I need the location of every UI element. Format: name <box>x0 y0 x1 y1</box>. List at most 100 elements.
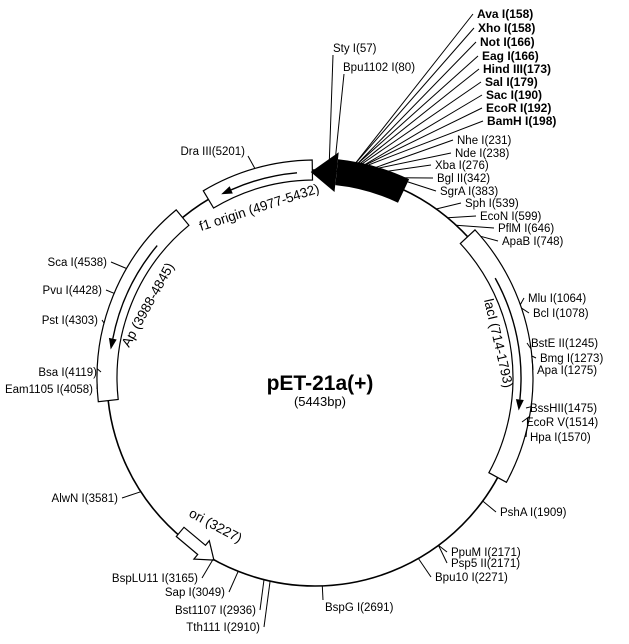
leader-line-xba-i-276 <box>382 164 432 173</box>
leader-line-nde-i-238 <box>373 152 452 170</box>
site-label-bamh-i-198: BamH I(198) <box>487 114 556 128</box>
leader-line-bspg-i-2691 <box>321 585 324 601</box>
leader-line-sap-i-3049 <box>228 571 239 593</box>
direction-arrow-ap-3988-4845 <box>112 245 158 339</box>
site-label-dra-iii-5201: Dra III(5201) <box>180 146 245 158</box>
leader-line-psp5-ii-2171 <box>438 545 448 564</box>
leader-line-ecor-i-192 <box>362 107 483 167</box>
site-label-econ-i-599: EcoN I(599) <box>480 211 542 223</box>
site-label-psp5-ii-2171: Psp5 II(2171) <box>451 558 520 570</box>
site-label-sty-i-57: Sty I(57) <box>333 43 377 55</box>
site-label-bcl-i-1078: Bcl I(1078) <box>533 308 589 320</box>
region-box-laci-714-1793 <box>459 229 534 484</box>
site-label-alwn-i-3581: AlwN I(3581) <box>52 493 119 505</box>
region-box-ap-3988-4845 <box>96 209 190 403</box>
site-label-mlu-i-1064: Mlu I(1064) <box>528 293 586 305</box>
leader-line-hpa-i-1570 <box>525 430 528 438</box>
leader-line-eag-i-166 <box>355 55 479 166</box>
site-label-pflm-i-646: PflM I(646) <box>498 223 554 235</box>
leader-line-pflm-i-646 <box>456 224 495 229</box>
site-label-psha-i-1909: PshA I(1909) <box>500 507 567 519</box>
site-label-sph-i-539: Sph I(539) <box>465 198 519 210</box>
leader-line-pvu-i-4428 <box>105 289 115 294</box>
direction-arrow-f1-origin-4977-5432 <box>230 172 298 191</box>
site-label-ecor-v-1514: EcoR V(1514) <box>526 417 598 429</box>
leader-line-bcl-i-1078 <box>521 307 530 314</box>
site-label-sal-i-179: Sal I(179) <box>485 75 538 89</box>
leader-line-sty-i-57 <box>328 54 334 162</box>
direction-arrow-laci-714-1793-head <box>515 399 524 411</box>
cloning-region-band <box>335 159 410 203</box>
site-label-ecor-i-192: EcoR I(192) <box>486 101 551 115</box>
leader-line-dra-iii-5201 <box>247 155 256 169</box>
plasmid-title: pET-21a(+) <box>267 372 374 395</box>
region-box-f1-origin-4977-5432 <box>202 159 314 209</box>
site-label-apa-i-1275: Apa I(1275) <box>537 365 597 377</box>
direction-arrow-ap-3988-4845-head <box>108 337 117 350</box>
leader-line-sac-i-190 <box>361 94 483 167</box>
site-label-bgl-ii-342: Bgl II(342) <box>437 173 490 185</box>
leader-line-mlu-i-1064 <box>519 297 525 306</box>
cloning-region-arrowhead <box>310 152 339 192</box>
site-label-bst1107-i-2936: Bst1107 I(2936) <box>175 605 256 617</box>
site-label-eam1105-i-4058: Eam1105 I(4058) <box>5 384 93 396</box>
site-label-apab-i-748: ApaB I(748) <box>502 236 564 248</box>
leader-line-ava-i-158 <box>354 13 474 165</box>
site-label-not-i-166: Not I(166) <box>480 35 535 49</box>
site-label-ava-i-158: Ava I(158) <box>477 7 533 21</box>
leader-line-apab-i-748 <box>480 235 499 242</box>
leader-line-sgra-i-383 <box>407 181 437 192</box>
leader-line-bpu10-i-2271 <box>417 558 432 578</box>
leader-line-ecor-v-1514 <box>521 415 530 423</box>
leader-line-not-i-166 <box>355 41 477 166</box>
site-label-sca-i-4538: Sca I(4538) <box>48 257 108 269</box>
ori-block-arrow <box>175 526 215 561</box>
site-label-nde-i-238: Nde I(238) <box>455 148 510 160</box>
site-label-tth111-i-2910: Tth111 I(2910) <box>186 622 260 634</box>
site-label-bsshii-1475: BssHII(1475) <box>530 403 597 415</box>
site-label-bsplu11-i-3165: BspLU11 I(3165) <box>112 573 198 585</box>
leader-line-pst-i-4303 <box>101 319 105 324</box>
leader-line-econ-i-599 <box>447 215 477 219</box>
leader-line-hind-iii-173 <box>357 68 480 166</box>
site-label-nhe-i-231: Nhe I(231) <box>457 135 512 147</box>
leader-line-sal-i-179 <box>359 81 482 167</box>
site-label-pst-i-4303: Pst I(4303) <box>42 315 98 327</box>
site-label-sap-i-3049: Sap I(3049) <box>165 587 225 599</box>
site-label-sgra-i-383: SgrA I(383) <box>440 186 498 198</box>
site-label-sac-i-190: Sac I(190) <box>486 88 542 102</box>
leader-line-psha-i-1909 <box>482 500 497 513</box>
site-label-xba-i-276: Xba I(276) <box>435 160 489 172</box>
site-label-eag-i-166: Eag I(166) <box>482 49 539 63</box>
leader-line-sph-i-539 <box>436 202 462 210</box>
leader-line-bamh-i-198 <box>364 120 484 168</box>
site-label-pvu-i-4428: Pvu I(4428) <box>43 285 103 297</box>
site-label-bsa-i-4119: Bsa I(4119) <box>38 367 97 379</box>
leader-line-bsshii-1475 <box>525 406 532 409</box>
site-label-hpa-i-1570: Hpa I(1570) <box>530 432 591 444</box>
site-label-hind-iii-173: Hind III(173) <box>483 62 551 76</box>
leader-line-ppum-i-2171 <box>438 545 448 553</box>
leader-line-apa-i-1275 <box>531 356 534 371</box>
leader-line-xho-i-158 <box>354 27 475 165</box>
site-label-ppum-i-2171: PpuM I(2171) <box>451 547 521 559</box>
leader-line-sca-i-4538 <box>110 261 127 269</box>
direction-arrow-f1-origin-4977-5432-head <box>221 186 233 195</box>
site-label-bste-ii-1245: BstE II(1245) <box>531 338 598 350</box>
plasmid-size: (5443bp) <box>294 394 346 409</box>
site-label-bpu10-i-2271: Bpu10 I(2271) <box>435 572 508 584</box>
site-label-bspg-i-2691: BspG I(2691) <box>325 602 394 614</box>
leader-line-bst1107-i-2936 <box>259 579 265 611</box>
leader-line-bste-ii-1245 <box>526 342 532 350</box>
site-label-bmg-i-1273: Bmg I(1273) <box>540 353 603 365</box>
direction-arrow-laci-714-1793 <box>494 277 522 400</box>
leader-line-tth111-i-2910 <box>263 581 271 628</box>
leader-line-bsplu11-i-3165 <box>201 559 214 579</box>
site-label-bpu1102-i-80: Bpu1102 I(80) <box>343 62 415 74</box>
leader-line-alwn-i-3581 <box>121 491 142 499</box>
site-label-xho-i-158: Xho I(158) <box>478 21 535 35</box>
leader-line-nhe-i-231 <box>372 139 454 170</box>
leader-line-bpu1102-i-80 <box>334 73 345 162</box>
